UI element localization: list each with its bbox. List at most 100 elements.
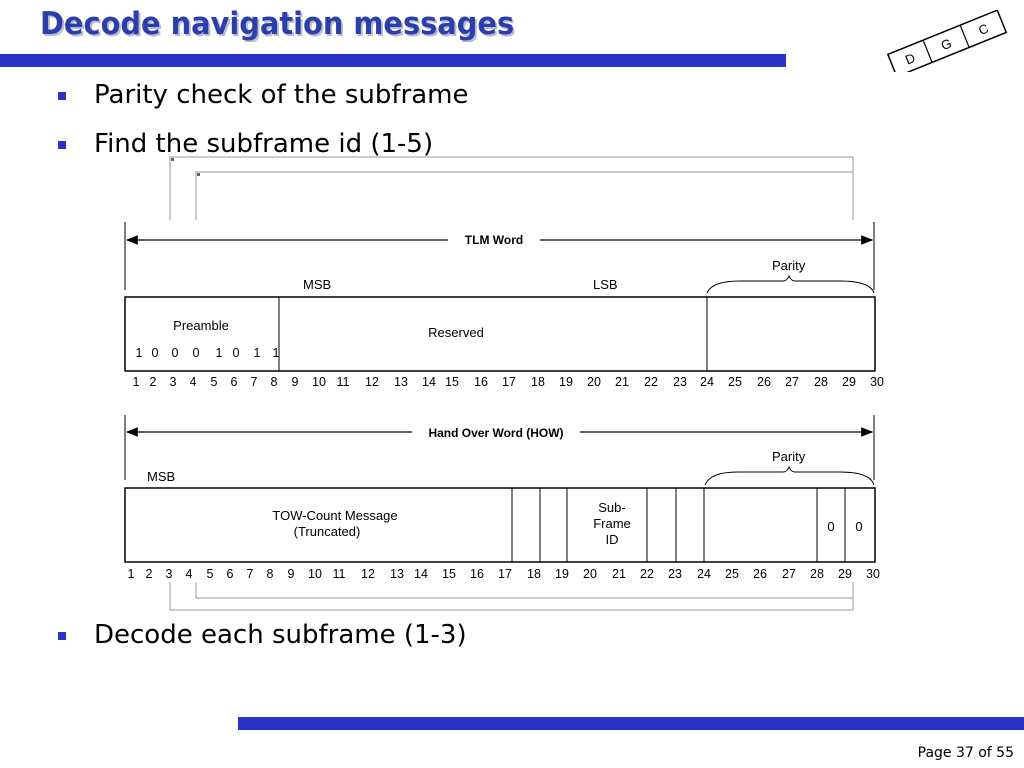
bit-number-label: 15: [442, 567, 456, 581]
bit-number-label: 21: [615, 375, 629, 389]
subframe-id-label: ID: [606, 532, 619, 547]
bit-number-label: 25: [725, 567, 739, 581]
how-parity-label: Parity: [772, 449, 806, 464]
slide-title: Decode navigation messages: [40, 6, 515, 42]
zero-bit-label: 0: [827, 519, 834, 534]
bit-number-label: 3: [170, 375, 177, 389]
preamble-bit: 0: [233, 346, 240, 360]
bit-number-label: 11: [333, 567, 346, 581]
bit-number-label: 14: [422, 375, 436, 389]
bit-number-label: 18: [531, 375, 545, 389]
bit-number-label: 20: [587, 375, 601, 389]
bit-number-label: 30: [866, 567, 880, 581]
tlm-msb-label: MSB: [303, 277, 331, 292]
bit-number-label: 12: [365, 375, 379, 389]
how-parity-brace: [704, 465, 875, 486]
preamble-bit: 1: [273, 346, 280, 360]
dgc-logo: D G C: [886, 10, 1008, 72]
bit-number-label: 29: [842, 375, 856, 389]
bullet-item: Find the subframe id (1-5): [58, 129, 433, 159]
bit-number-label: 13: [394, 375, 408, 389]
bit-number-label: 7: [247, 567, 254, 581]
frame-handle-icon: [171, 158, 174, 161]
tow-count-label: TOW-Count Message: [272, 508, 397, 523]
bit-number-label: 10: [308, 567, 322, 581]
bit-number-label: 29: [838, 567, 852, 581]
tlm-parity-brace: [706, 274, 875, 294]
bit-number-label: 9: [288, 567, 295, 581]
bit-number-label: 23: [673, 375, 687, 389]
bit-number-label: 30: [870, 375, 884, 389]
bit-number-label: 4: [190, 375, 197, 389]
preamble-bits: 1 0 0 0 1 0 1 1: [136, 346, 280, 360]
subframe-id-label: Sub-: [598, 500, 625, 515]
bullet-text: Decode each subframe (1-3): [94, 620, 467, 650]
bullet-square-icon: [58, 92, 66, 100]
bullet-item: Decode each subframe (1-3): [58, 620, 467, 650]
bit-number-label: 15: [445, 375, 459, 389]
tow-truncated-label: (Truncated): [294, 524, 361, 539]
page-number: Page 37 of 55: [917, 745, 1014, 761]
bullet-square-icon: [58, 141, 66, 149]
bullet-square-icon: [58, 632, 66, 640]
bit-number-label: 19: [559, 375, 573, 389]
bit-number-label: 21: [612, 567, 626, 581]
bit-number-label: 8: [271, 375, 278, 389]
frame-handle-icon: [197, 173, 200, 176]
zero-bit-label: 0: [855, 519, 862, 534]
bit-number-label: 6: [231, 375, 238, 389]
subframe-id-label: Frame: [593, 516, 631, 531]
bit-number-label: 11: [337, 375, 350, 389]
bit-number-label: 5: [207, 567, 214, 581]
bit-number-label: 13: [390, 567, 404, 581]
tlm-word-label: TLM Word: [465, 233, 523, 247]
bit-number-label: 1: [133, 375, 140, 389]
bit-number-label: 8: [267, 567, 274, 581]
preamble-bit: 0: [193, 346, 200, 360]
tlm-parity-label: Parity: [772, 258, 806, 273]
bit-number-label: 28: [810, 567, 824, 581]
how-word-diagram: Hand Over Word (HOW) MSB Parity TOW-Coun…: [124, 415, 880, 581]
bit-number-label: 20: [583, 567, 597, 581]
reserved-label: Reserved: [428, 325, 484, 340]
bit-number-label: 27: [785, 375, 799, 389]
bit-number-label: 22: [644, 375, 658, 389]
bit-number-label: 14: [414, 567, 428, 581]
footer-bar: [238, 717, 1024, 730]
preamble-bit: 0: [172, 346, 179, 360]
bit-number-label: 27: [782, 567, 796, 581]
bit-number-label: 17: [498, 567, 512, 581]
how-word-label: Hand Over Word (HOW): [428, 426, 563, 440]
how-msb-label: MSB: [147, 469, 175, 484]
bit-number-label: 19: [555, 567, 569, 581]
bit-number-label: 1: [128, 567, 135, 581]
preamble-bit: 1: [216, 346, 223, 360]
bit-number-label: 24: [700, 375, 714, 389]
bit-number-label: 2: [150, 375, 157, 389]
bit-number-label: 7: [251, 375, 258, 389]
bit-number-label: 23: [668, 567, 682, 581]
preamble-bit: 0: [152, 346, 159, 360]
preamble-bit: 1: [254, 346, 261, 360]
bullet-item: Parity check of the subframe: [58, 80, 468, 110]
bit-number-label: 28: [814, 375, 828, 389]
preamble-bit: 1: [136, 346, 143, 360]
bit-number-label: 18: [527, 567, 541, 581]
tlm-word-diagram: TLM Word MSB LSB Parity Preamble Reserve…: [124, 222, 884, 389]
title-underline-bar: [0, 54, 786, 67]
bit-number-label: 3: [166, 567, 173, 581]
bit-number-label: 17: [502, 375, 516, 389]
bit-number-label: 16: [470, 567, 484, 581]
preamble-label: Preamble: [173, 318, 229, 333]
bit-number-label: 26: [757, 375, 771, 389]
bit-number-label: 2: [146, 567, 153, 581]
bit-number-label: 24: [697, 567, 711, 581]
bit-number-label: 12: [361, 567, 375, 581]
bit-number-label: 6: [227, 567, 234, 581]
bullet-text: Find the subframe id (1-5): [94, 129, 434, 159]
bit-number-label: 25: [728, 375, 742, 389]
bit-number-label: 4: [186, 567, 193, 581]
